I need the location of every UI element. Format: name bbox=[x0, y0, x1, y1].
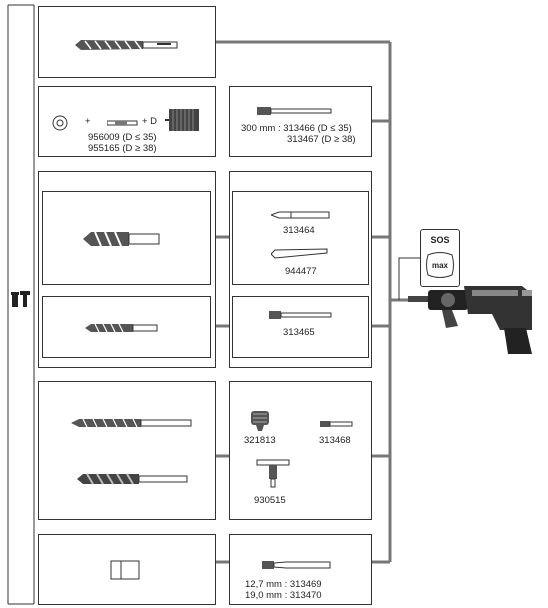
socket-adapter-icon bbox=[262, 561, 331, 569]
row4-label-321813: 321813 bbox=[244, 435, 276, 446]
core-bit-adapter-icon bbox=[257, 107, 332, 115]
row5-right-box: 12,7 mm : 313469 19,0 mm : 313470 bbox=[229, 534, 372, 605]
row2-left-box: + + D 956009 (D ≤ 35) 955165 (D ≥ 38) bbox=[38, 86, 216, 157]
row1-left-box bbox=[38, 6, 216, 78]
point-chisel-icon bbox=[271, 211, 330, 219]
row3-right-bottom-box: 313465 bbox=[232, 296, 369, 358]
rotary-hammer-icon bbox=[408, 286, 532, 354]
badge-text-1: SOS bbox=[430, 235, 450, 245]
row2-right-label-1: 300 mm : 313466 (D ≤ 35) bbox=[241, 123, 352, 134]
row2-left-label-2: 955165 (D ≥ 38) bbox=[88, 143, 157, 154]
row4-label-930515: 930515 bbox=[254, 495, 286, 506]
row5-left-box bbox=[38, 534, 216, 605]
row4-label-313468: 313468 bbox=[319, 435, 351, 446]
row3-label-313464: 313464 bbox=[283, 225, 315, 236]
row2-left-label-1: 956009 (D ≤ 35) bbox=[88, 132, 157, 143]
core-bit-icon bbox=[165, 109, 199, 131]
pilot-drill-icon bbox=[107, 120, 138, 126]
auger-bit-icon bbox=[77, 473, 188, 485]
sds-plus-drill-bit-icon bbox=[85, 323, 158, 333]
row5-label-1: 12,7 mm : 313469 bbox=[245, 579, 322, 590]
badge-shape-icon bbox=[426, 252, 454, 278]
plus-sign-1: + bbox=[85, 116, 91, 127]
flat-chisel-icon bbox=[271, 248, 328, 259]
hex-adapter-icon bbox=[320, 421, 353, 427]
plus-d-sign: + D bbox=[142, 116, 158, 127]
row3-right-top-box: 313464 944477 bbox=[232, 191, 369, 285]
row3-left-bottom-box bbox=[42, 296, 211, 358]
row3-left-top-box bbox=[42, 191, 211, 285]
row2-right-box: 300 mm : 313466 (D ≤ 35) 313467 (D ≥ 38) bbox=[229, 86, 372, 157]
badge-text-2: max bbox=[431, 261, 448, 270]
side-tool-icon bbox=[11, 285, 31, 309]
socket-icon bbox=[110, 560, 140, 580]
row4-right-box: 321813 313468 930515 bbox=[229, 381, 372, 520]
chuck-adapter-icon bbox=[269, 311, 332, 319]
sds-max-drill-bit-icon-2 bbox=[83, 231, 160, 247]
keyed-chuck-icon bbox=[251, 411, 269, 431]
row3-label-313465: 313465 bbox=[283, 327, 315, 338]
long-drill-bit-icon bbox=[71, 418, 192, 428]
centering-disc-icon bbox=[52, 115, 68, 131]
chuck-key-icon bbox=[256, 459, 290, 488]
row2-right-label-2: 313467 (D ≥ 38) bbox=[287, 134, 356, 145]
sds-max-badge: SOS max bbox=[420, 229, 460, 287]
row3-label-944477: 944477 bbox=[285, 266, 317, 277]
sds-max-drill-bit-icon bbox=[75, 40, 178, 50]
row5-label-2: 19,0 mm : 313470 bbox=[245, 590, 322, 601]
row4-left-box bbox=[38, 381, 216, 520]
